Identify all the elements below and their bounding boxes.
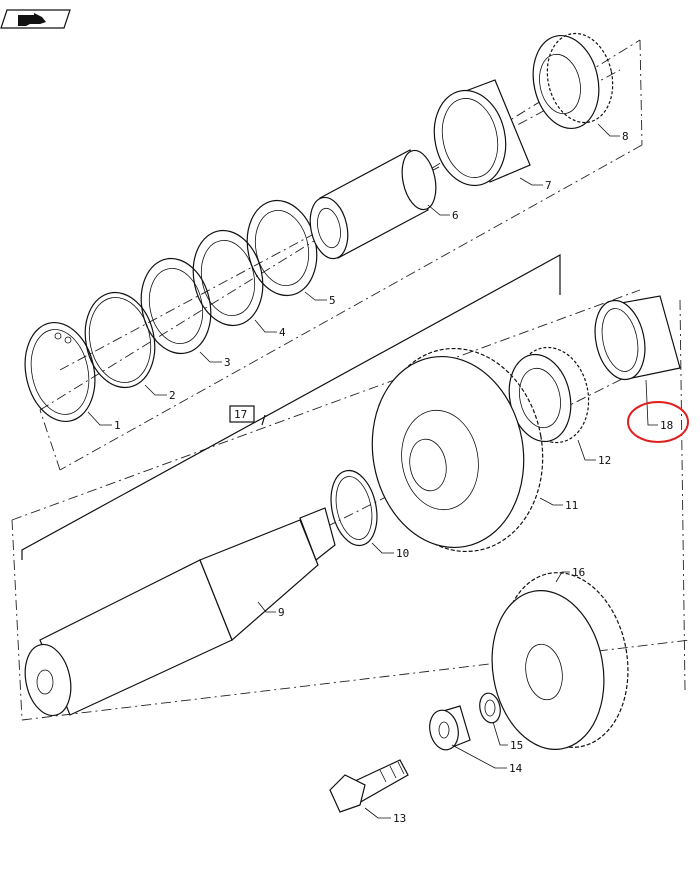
callout-6[interactable]: 6: [452, 209, 459, 222]
callout-18[interactable]: 18: [660, 419, 673, 432]
tapered-bearing-8: [532, 32, 614, 130]
callout-10[interactable]: 10: [396, 547, 409, 560]
callout-labels: 1 2 3 4 5 6 7 8 9 10 11 12 13 14 15 16 1…: [114, 130, 673, 825]
callout-2[interactable]: 2: [169, 389, 176, 402]
washer-3: [140, 257, 212, 355]
bearing-cup-7: [433, 79, 531, 187]
splined-shaft: [24, 507, 336, 717]
callout-1[interactable]: 1: [114, 419, 121, 432]
callout-8[interactable]: 8: [622, 130, 629, 143]
snap-ring-10: [330, 469, 378, 547]
bearing-cup-18: [594, 295, 681, 381]
bolt-13: [329, 759, 409, 813]
small-gear-16: [491, 572, 629, 750]
callout-17[interactable]: 17: [234, 408, 247, 421]
callout-13[interactable]: 13: [393, 812, 406, 825]
callout-3[interactable]: 3: [224, 356, 231, 369]
callout-12[interactable]: 12: [598, 454, 611, 467]
splined-sleeve: [309, 149, 437, 260]
callout-5[interactable]: 5: [329, 294, 336, 307]
callout-11[interactable]: 11: [565, 499, 578, 512]
callout-15[interactable]: 15: [510, 739, 523, 752]
spacer-14: [429, 705, 471, 751]
callout-7[interactable]: 7: [545, 179, 552, 192]
washer-4: [192, 229, 264, 327]
pointing-hand-icon[interactable]: [0, 9, 71, 29]
snap-ring: [24, 321, 96, 423]
bracket-17: [21, 253, 561, 560]
leader-lines: [87, 123, 658, 819]
callout-17-box: [229, 405, 255, 423]
large-gear-11: [371, 347, 544, 553]
washer-2: [84, 291, 156, 389]
callout-4[interactable]: 4: [279, 326, 286, 339]
highlight-circle: [627, 401, 689, 443]
callout-16[interactable]: 16: [572, 566, 585, 579]
callout-9[interactable]: 9: [278, 606, 285, 619]
callout-14[interactable]: 14: [509, 762, 523, 775]
tapered-bearing-12: [508, 346, 590, 444]
